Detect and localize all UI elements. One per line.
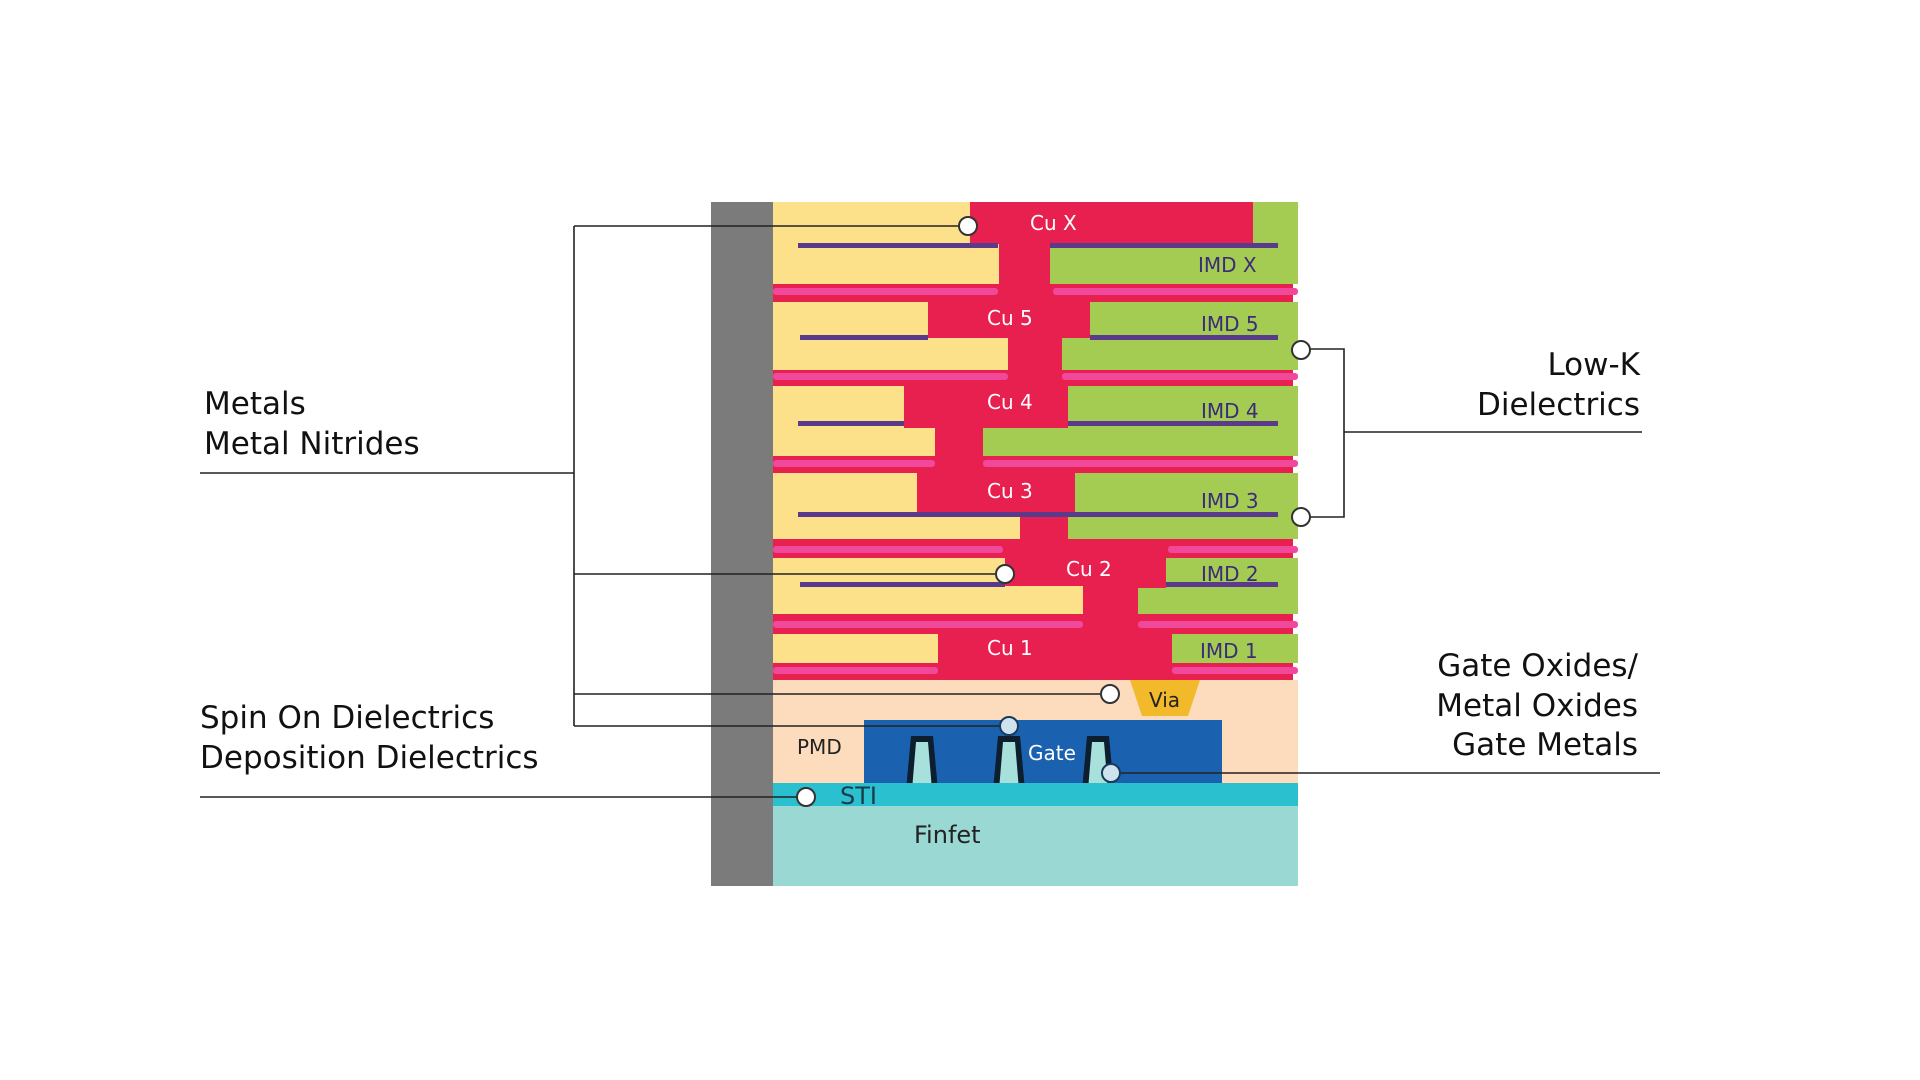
marker-dots xyxy=(796,216,1311,807)
barrier-line xyxy=(798,243,998,248)
imd-x-top-corner xyxy=(1253,202,1298,244)
marker-gate-top xyxy=(999,716,1019,736)
spin-on-block xyxy=(970,244,999,284)
imd-5-block xyxy=(1090,302,1298,338)
cap-layer xyxy=(773,621,1083,628)
spin-on-block xyxy=(773,428,935,456)
cap-layer xyxy=(773,460,935,467)
finfet-label: Finfet xyxy=(914,821,981,849)
via-plug xyxy=(1130,680,1200,716)
barrier-line xyxy=(1050,243,1278,248)
left-wall xyxy=(711,202,773,886)
cu-1-label: Cu 1 xyxy=(987,636,1033,660)
cu-3-label: Cu 3 xyxy=(987,479,1033,503)
gate-oxides-callout-line2: Metal Oxides xyxy=(1436,688,1638,724)
marker-via xyxy=(1100,684,1120,704)
cu-5-label: Cu 5 xyxy=(987,306,1033,330)
imd-2-label: IMD 2 xyxy=(1201,562,1259,586)
spin-on-block xyxy=(773,634,938,663)
low-k-callout-line1: Low-K xyxy=(1547,347,1640,383)
barrier-line xyxy=(798,512,1278,517)
imd-5-label: IMD 5 xyxy=(1201,312,1259,336)
marker-imd-3 xyxy=(1291,507,1311,527)
cap-layer xyxy=(773,546,1003,553)
cu-2-label: Cu 2 xyxy=(1066,557,1112,581)
imd-x-label: IMD X xyxy=(1198,253,1257,277)
metals-callout-line1: Metals xyxy=(204,386,306,422)
sti-layer xyxy=(773,783,1298,806)
barrier-line xyxy=(1166,582,1278,587)
callout-labels: Metals Metal Nitrides Spin On Dielectric… xyxy=(200,347,1641,776)
layer-labels: Cu X Cu 5 Cu 4 Cu 3 Cu 2 Cu 1 IMD X IMD … xyxy=(797,211,1259,849)
cu-4-label: Cu 4 xyxy=(987,390,1033,414)
barrier-line xyxy=(1068,421,1278,426)
barrier-line xyxy=(800,582,1005,587)
imd-3-block xyxy=(1075,473,1298,513)
barrier-line xyxy=(800,335,928,340)
imd-5-block xyxy=(1062,338,1298,370)
cap-layer xyxy=(773,373,1008,380)
spin-on-callout-line2: Deposition Dielectrics xyxy=(200,740,539,776)
gate-oxides-callout-line3: Gate Metals xyxy=(1452,727,1638,763)
imd-1-block xyxy=(1172,634,1298,663)
spin-on-block xyxy=(773,473,917,513)
cross-section-stack xyxy=(711,202,1298,886)
fin xyxy=(912,742,932,790)
marker-gate-fin xyxy=(1101,763,1121,783)
imd-x-block xyxy=(1050,244,1298,284)
marker-sti xyxy=(796,787,816,807)
imd-4-block xyxy=(983,428,1298,456)
sti-label: STI xyxy=(840,782,877,810)
marker-cu-x xyxy=(958,216,978,236)
cap-layer xyxy=(773,667,938,674)
cap-layer xyxy=(1053,288,1298,295)
spin-on-block xyxy=(773,586,1083,614)
cap-layer xyxy=(1062,373,1298,380)
leader-lines xyxy=(200,225,1660,798)
imd-3-label: IMD 3 xyxy=(1201,489,1259,513)
low-k-bracket xyxy=(1300,348,1345,518)
cap-layer xyxy=(1138,621,1298,628)
marker-cu-2 xyxy=(995,564,1015,584)
spin-on-block xyxy=(773,558,1005,586)
imd-2-block xyxy=(1138,588,1298,614)
cap-layer xyxy=(1168,546,1298,553)
fin xyxy=(999,742,1019,790)
cu-x-label: Cu X xyxy=(1030,211,1077,235)
marker-imd-5 xyxy=(1291,340,1311,360)
imd-4-label: IMD 4 xyxy=(1201,399,1259,423)
via-label: Via xyxy=(1149,688,1180,712)
gate-oxides-callout-line1: Gate Oxides/ xyxy=(1437,648,1638,684)
spin-on-block xyxy=(773,513,1020,539)
pmd-label: PMD xyxy=(797,735,842,759)
low-k-callout-line2: Dielectrics xyxy=(1477,387,1640,423)
spin-on-block xyxy=(773,302,928,338)
imd-3-block xyxy=(1068,513,1298,539)
spin-on-block xyxy=(773,338,1008,370)
cap-layer xyxy=(983,460,1298,467)
cap-layer xyxy=(773,288,998,295)
cap-layer xyxy=(1172,667,1298,674)
imd-1-label: IMD 1 xyxy=(1200,639,1258,663)
spin-on-callout-line1: Spin On Dielectrics xyxy=(200,700,494,736)
barrier-line xyxy=(1090,335,1278,340)
finfet-substrate xyxy=(773,806,1298,886)
barrier-line xyxy=(798,421,904,426)
metals-callout-line2: Metal Nitrides xyxy=(204,426,420,462)
gate-label: Gate xyxy=(1028,741,1076,765)
